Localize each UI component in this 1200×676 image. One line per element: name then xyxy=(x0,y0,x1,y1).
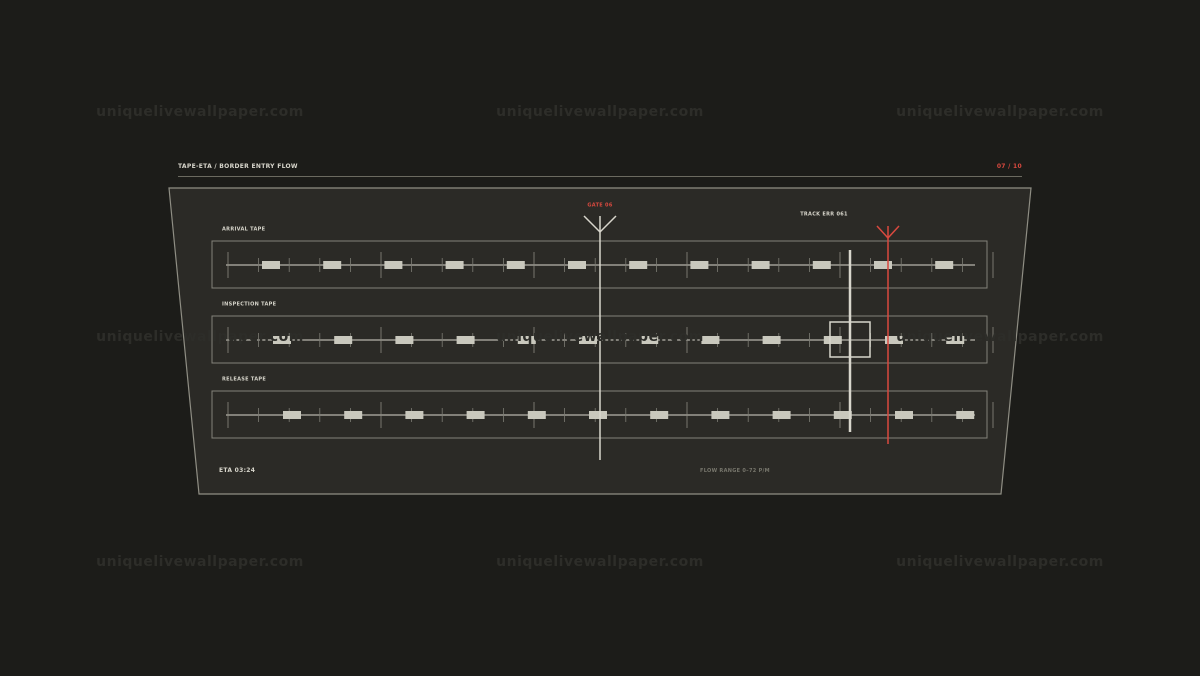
flow-block xyxy=(874,261,892,269)
flow-block xyxy=(445,261,464,269)
flow-block xyxy=(579,336,597,344)
flow-block xyxy=(629,261,648,269)
flow-block xyxy=(506,261,525,269)
flow-block xyxy=(772,411,791,419)
slide-header: TAPE-ETA / BORDER ENTRY FLOW 07 / 10 xyxy=(178,162,1022,177)
flow-block xyxy=(885,336,903,344)
flow-block xyxy=(956,411,975,419)
flow-block xyxy=(589,411,607,419)
flow-block xyxy=(640,336,659,344)
track-error-marker: TRACK ERR 061 xyxy=(800,212,900,444)
flow-block xyxy=(466,411,485,419)
flow-block xyxy=(812,261,831,269)
flow-block xyxy=(527,411,546,419)
flow-block xyxy=(344,411,363,419)
flow-block xyxy=(946,336,965,344)
flow-block xyxy=(711,411,730,419)
header-title: TAPE-ETA / BORDER ENTRY FLOW xyxy=(178,163,298,170)
flow-block xyxy=(384,261,403,269)
flow-block xyxy=(762,336,781,344)
flow-block xyxy=(456,336,475,344)
flow-block xyxy=(935,261,954,269)
track-error-label: TRACK ERR 061 xyxy=(800,212,848,218)
flow-block xyxy=(701,336,720,344)
gate-marker: GATE 06 xyxy=(583,203,617,460)
flow-block xyxy=(895,411,913,419)
page-indicator: 07 / 10 xyxy=(996,163,1022,170)
flow-block xyxy=(751,261,770,269)
inspection-tape-label: INSPECTION TAPE xyxy=(222,302,277,308)
flow-block xyxy=(517,336,536,344)
flow-block xyxy=(395,336,414,344)
focus-box xyxy=(829,321,871,358)
release-tape-label: RELEASE TAPE xyxy=(222,377,266,383)
flow-block xyxy=(650,411,669,419)
flow-block xyxy=(283,411,301,419)
gate-label: GATE 06 xyxy=(587,203,612,209)
flow-range-label: FLOW RANGE 0–72 P/M xyxy=(700,468,770,474)
flow-block xyxy=(405,411,424,419)
flow-block xyxy=(823,336,842,344)
arrival-tape-label: ARRIVAL TAPE xyxy=(222,227,266,233)
flow-block xyxy=(273,336,291,344)
flow-block xyxy=(262,261,280,269)
flow-block xyxy=(690,261,709,269)
flow-block xyxy=(568,261,586,269)
flow-block xyxy=(334,336,353,344)
eta-readout: ETA 03:24 xyxy=(219,467,255,474)
flow-block xyxy=(833,411,852,419)
flow-block xyxy=(323,261,342,269)
